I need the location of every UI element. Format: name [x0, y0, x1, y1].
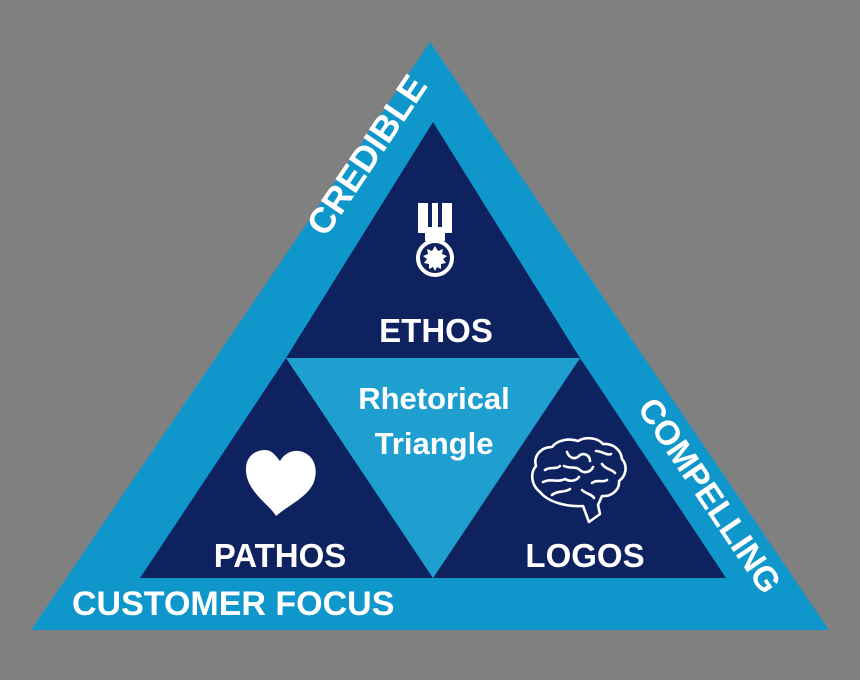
medal-icon [416, 203, 454, 277]
center-label-line2: Triangle [375, 426, 494, 461]
center-triangle [286, 358, 580, 578]
logos-label: LOGOS [525, 537, 644, 574]
pathos-label: PATHOS [214, 537, 347, 574]
center-label-line1: Rhetorical [358, 381, 510, 416]
heart-icon [245, 450, 316, 516]
ethos-label: ETHOS [379, 312, 493, 349]
logos-triangle [433, 358, 726, 578]
edge-label-customer-focus: CUSTOMER FOCUS [72, 585, 394, 623]
brain-icon [530, 436, 627, 524]
